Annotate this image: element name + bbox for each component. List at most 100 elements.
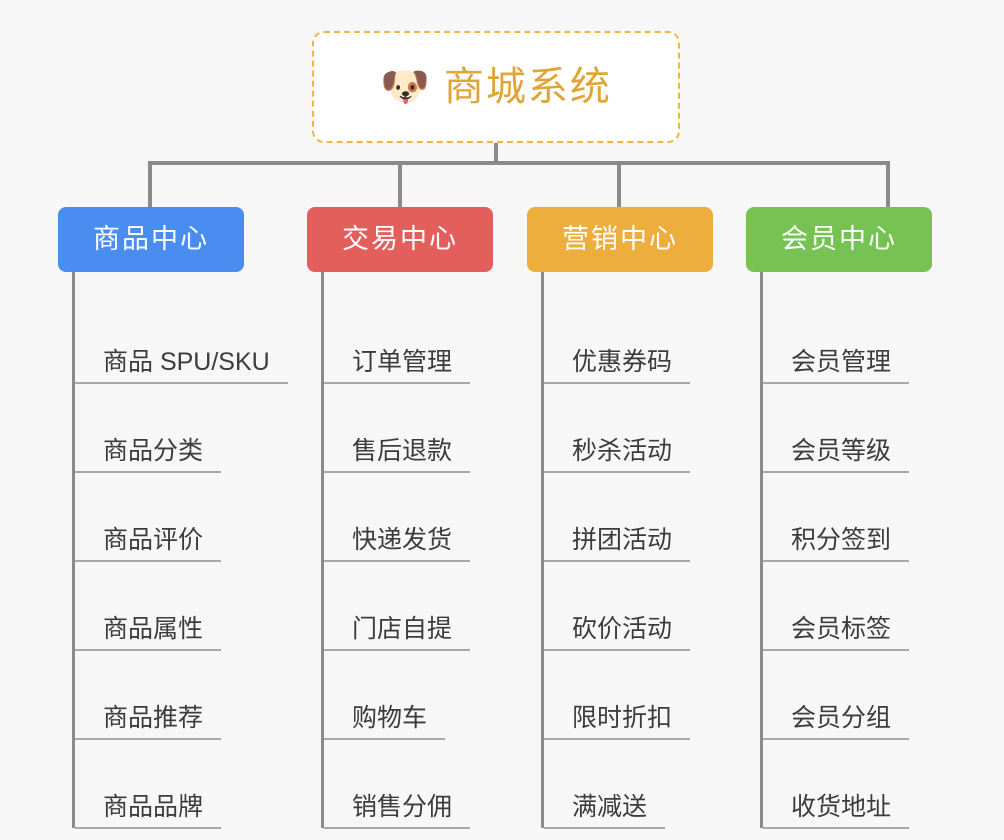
- connector-horizontal-bus: [150, 161, 890, 165]
- leaf-underline: 满减送: [544, 792, 666, 829]
- leaf-label: 商品品牌: [103, 792, 204, 821]
- leaf-underline: 限时折扣: [544, 703, 691, 740]
- connector-drop-marketing-center: [617, 161, 621, 207]
- leaf-underline: 会员标签: [763, 614, 910, 651]
- branch-spine: [72, 272, 75, 828]
- leaf-underline: 商品品牌: [75, 792, 222, 829]
- list-item[interactable]: 商品分类: [58, 384, 244, 473]
- leaf-underline: 砍价活动: [544, 614, 691, 651]
- leaf-label: 拼团活动: [572, 525, 673, 554]
- branch-member-center: 会员中心 会员管理 会员等级 积分签到 会员标签 会员分组 收货地址: [746, 207, 932, 829]
- list-item[interactable]: 优惠券码: [527, 295, 713, 384]
- leaf-label: 优惠券码: [572, 347, 673, 376]
- branch-marketing-center: 营销中心 优惠券码 秒杀活动 拼团活动 砍价活动 限时折扣 满减送: [527, 207, 713, 829]
- list-item[interactable]: 会员分组: [746, 651, 932, 740]
- list-item[interactable]: 收货地址: [746, 740, 932, 829]
- branch-header-marketing-center[interactable]: 营销中心: [527, 207, 713, 272]
- branch-title: 交易中心: [342, 224, 458, 254]
- leaf-list-marketing-center: 优惠券码 秒杀活动 拼团活动 砍价活动 限时折扣 满减送: [527, 272, 713, 829]
- list-item[interactable]: 砍价活动: [527, 562, 713, 651]
- leaf-list-member-center: 会员管理 会员等级 积分签到 会员标签 会员分组 收货地址: [746, 272, 932, 829]
- leaf-underline: 售后退款: [324, 436, 471, 473]
- leaf-underline: 购物车: [324, 703, 446, 740]
- leaf-underline: 会员分组: [763, 703, 910, 740]
- dog-face-icon: 🐶: [380, 65, 430, 109]
- leaf-list-product-center: 商品 SPU/SKU 商品分类 商品评价 商品属性 商品推荐 商品品牌: [58, 272, 288, 829]
- list-item[interactable]: 满减送: [527, 740, 713, 829]
- leaf-underline: 商品 SPU/SKU: [75, 347, 288, 384]
- list-item[interactable]: 商品品牌: [58, 740, 244, 829]
- list-item[interactable]: 商品属性: [58, 562, 244, 651]
- leaf-underline: 商品分类: [75, 436, 222, 473]
- leaf-label: 秒杀活动: [572, 436, 673, 465]
- connector-drop-product-center: [148, 161, 152, 207]
- list-item[interactable]: 拼团活动: [527, 473, 713, 562]
- leaf-label: 积分签到: [791, 525, 892, 554]
- leaf-label: 商品分类: [103, 436, 204, 465]
- leaf-underline: 会员管理: [763, 347, 910, 384]
- root-node-title: 商城系统: [443, 65, 612, 109]
- leaf-label: 订单管理: [352, 347, 453, 376]
- connector-root-stem: [494, 143, 498, 163]
- branch-spine: [760, 272, 763, 828]
- leaf-label: 商品属性: [103, 614, 204, 643]
- leaf-underline: 优惠券码: [544, 347, 691, 384]
- branch-header-product-center[interactable]: 商品中心: [58, 207, 244, 272]
- list-item[interactable]: 秒杀活动: [527, 384, 713, 473]
- list-item[interactable]: 购物车: [307, 651, 493, 740]
- leaf-list-trade-center: 订单管理 售后退款 快递发货 门店自提 购物车 销售分佣: [307, 272, 493, 829]
- leaf-label: 会员分组: [791, 703, 892, 732]
- branch-header-member-center[interactable]: 会员中心: [746, 207, 932, 272]
- branch-header-trade-center[interactable]: 交易中心: [307, 207, 493, 272]
- leaf-label: 会员管理: [791, 347, 892, 376]
- list-item[interactable]: 门店自提: [307, 562, 493, 651]
- leaf-label: 砍价活动: [572, 614, 673, 643]
- leaf-underline: 收货地址: [763, 792, 910, 829]
- leaf-underline: 积分签到: [763, 525, 910, 562]
- leaf-underline: 订单管理: [324, 347, 471, 384]
- root-node-shop-system[interactable]: 🐶 商城系统: [312, 31, 680, 143]
- list-item[interactable]: 会员等级: [746, 384, 932, 473]
- leaf-underline: 商品推荐: [75, 703, 222, 740]
- leaf-label: 快递发货: [352, 525, 453, 554]
- leaf-underline: 门店自提: [324, 614, 471, 651]
- list-item[interactable]: 限时折扣: [527, 651, 713, 740]
- leaf-label: 满减送: [572, 792, 648, 821]
- connector-drop-trade-center: [398, 161, 402, 207]
- list-item[interactable]: 会员管理: [746, 295, 932, 384]
- leaf-underline: 会员等级: [763, 436, 910, 473]
- leaf-label: 商品推荐: [103, 703, 204, 732]
- leaf-label: 限时折扣: [572, 703, 673, 732]
- branch-trade-center: 交易中心 订单管理 售后退款 快递发货 门店自提 购物车 销售分佣: [307, 207, 493, 829]
- connector-drop-member-center: [886, 161, 890, 207]
- list-item[interactable]: 商品推荐: [58, 651, 244, 740]
- list-item[interactable]: 快递发货: [307, 473, 493, 562]
- list-item[interactable]: 销售分佣: [307, 740, 493, 829]
- leaf-underline: 销售分佣: [324, 792, 471, 829]
- leaf-label: 商品 SPU/SKU: [103, 347, 270, 376]
- list-item[interactable]: 会员标签: [746, 562, 932, 651]
- branch-title: 会员中心: [781, 224, 897, 254]
- leaf-label: 购物车: [352, 703, 428, 732]
- leaf-underline: 商品评价: [75, 525, 222, 562]
- branch-title: 商品中心: [93, 224, 209, 254]
- leaf-label: 收货地址: [791, 792, 892, 821]
- branch-product-center: 商品中心 商品 SPU/SKU 商品分类 商品评价 商品属性 商品推荐 商品品牌: [58, 207, 288, 829]
- branch-spine: [321, 272, 324, 828]
- list-item[interactable]: 积分签到: [746, 473, 932, 562]
- leaf-label: 销售分佣: [352, 792, 453, 821]
- leaf-underline: 秒杀活动: [544, 436, 691, 473]
- leaf-label: 商品评价: [103, 525, 204, 554]
- leaf-underline: 快递发货: [324, 525, 471, 562]
- list-item[interactable]: 商品评价: [58, 473, 244, 562]
- leaf-underline: 商品属性: [75, 614, 222, 651]
- leaf-label: 门店自提: [352, 614, 453, 643]
- list-item[interactable]: 商品 SPU/SKU: [58, 295, 288, 384]
- list-item[interactable]: 售后退款: [307, 384, 493, 473]
- leaf-label: 售后退款: [352, 436, 453, 465]
- leaf-label: 会员标签: [791, 614, 892, 643]
- leaf-label: 会员等级: [791, 436, 892, 465]
- branch-title: 营销中心: [562, 224, 678, 254]
- list-item[interactable]: 订单管理: [307, 295, 493, 384]
